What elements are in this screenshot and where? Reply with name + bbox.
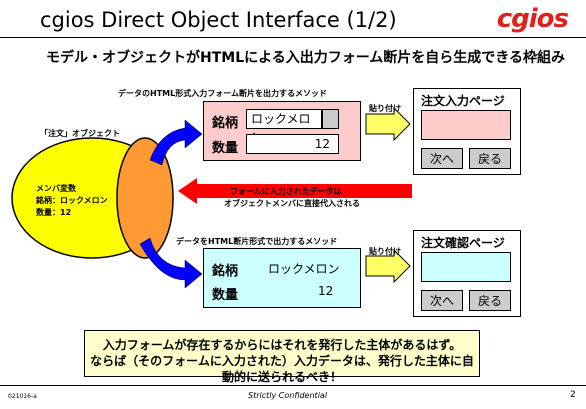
page-number: 2 <box>570 390 576 400</box>
output-form-box <box>203 248 361 308</box>
input-quantity-label: 数量 <box>212 141 239 156</box>
note-line-1: 入力フォームが存在するからにはそれを発行した主体があるはず。 <box>102 338 462 352</box>
confirm-next-button[interactable]: 次へ <box>421 290 463 311</box>
output-quantity-value: 12 <box>318 284 334 298</box>
title-divider <box>0 37 586 38</box>
red-arrow-line2: オブジェクトメンバに直接代入される <box>224 199 360 208</box>
order-page-slot <box>421 110 511 140</box>
output-brand-value: ロックメロン <box>268 262 340 276</box>
object-orange-face <box>116 137 174 259</box>
input-brand-label: 銘柄 <box>212 116 239 131</box>
confirm-page-slot <box>421 252 511 282</box>
note-line-2: ならば（そのフォームに入力された）入力データは、発行した主体に自動的に送られるべ… <box>90 354 474 384</box>
output-form-caption: データをHTML断片形式で出力するメソッド <box>176 237 338 246</box>
paste-label-1: 貼り付け <box>369 104 401 113</box>
footer-divider <box>0 385 586 386</box>
confirm-back-button[interactable]: 戻る <box>469 290 511 311</box>
object-member-brand: 銘柄：ロックメロン <box>36 196 108 205</box>
brand-logo: cgios <box>496 4 569 34</box>
blue-arrow-down <box>139 237 203 289</box>
object-member-quantity: 数量：12 <box>36 208 72 217</box>
red-arrow-line1: フォームに入力されたデータは <box>230 187 342 196</box>
object-caption: 「注文」オブジェクト <box>40 129 120 138</box>
footer-doc-id: 021016-a <box>8 393 37 400</box>
page-title: cgios Direct Object Interface (1/2) <box>40 8 397 32</box>
blue-arrow-up <box>149 119 203 166</box>
paste-arrow-2 <box>365 248 411 284</box>
dropdown-button[interactable] <box>322 109 339 129</box>
quantity-input[interactable]: 12 <box>246 134 339 154</box>
input-form-caption: データのHTML形式入力フォーム断片を出力するメソッド <box>118 89 327 98</box>
output-brand-label: 銘柄 <box>212 264 239 279</box>
conclusion-note: 入力フォームが存在するからにはそれを発行した主体があるはず。 ならば（そのフォー… <box>84 330 480 384</box>
paste-arrow-1 <box>365 106 411 142</box>
object-member-header: メンバ変数 <box>36 184 76 193</box>
output-quantity-label: 数量 <box>212 288 239 303</box>
confirm-page-title: 注文確認ページ <box>421 236 505 250</box>
paste-label-2: 貼り付け <box>369 247 401 256</box>
order-page-title: 注文入力ページ <box>421 94 505 108</box>
order-next-button[interactable]: 次へ <box>421 148 463 169</box>
red-arrow-back <box>178 178 412 204</box>
order-back-button[interactable]: 戻る <box>469 148 511 169</box>
page-subtitle: モデル・オブジェクトがHTMLによる入出力フォーム断片を自ら生成できる枠組み <box>46 50 565 66</box>
brand-select[interactable]: ロックメロン <box>246 109 322 144</box>
footer-confidential: Strictly Confidential <box>248 391 328 400</box>
